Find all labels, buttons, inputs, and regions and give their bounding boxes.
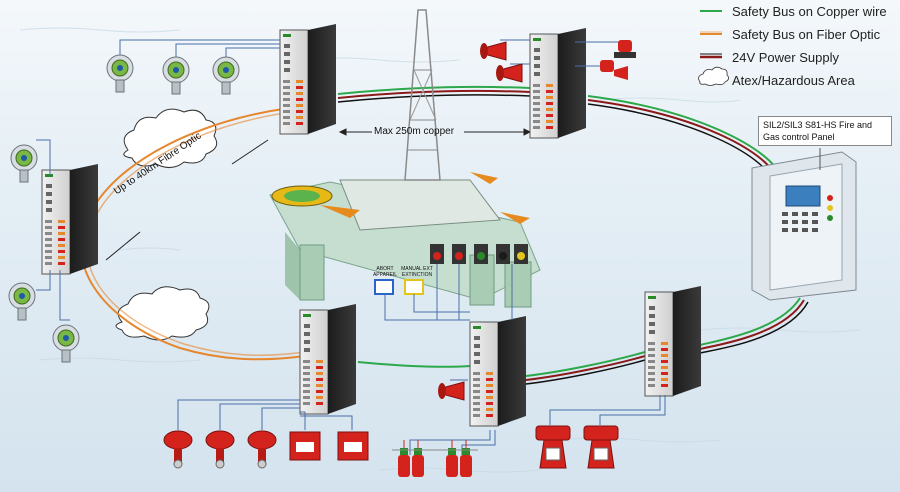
- fire-gas-control-panel: [751, 148, 857, 301]
- beacon-icon: [618, 40, 632, 52]
- io-module: [644, 286, 701, 397]
- suppression-cylinders: [392, 440, 478, 477]
- gas-detector-icon: [212, 56, 240, 95]
- io-module: [529, 28, 586, 139]
- abort-label: ABORT APPAREIL: [372, 266, 398, 278]
- offshore-platform: [269, 9, 541, 308]
- manual-release-switch: [404, 279, 424, 295]
- copper-loop-top: [337, 85, 531, 95]
- heat-detector-icon: [163, 430, 193, 469]
- gas-detector-icon: [10, 144, 38, 183]
- beacon-icon: [600, 60, 614, 72]
- panel-title: SIL2/SIL3 S81-HS Fire and Gas control Pa…: [758, 116, 892, 146]
- io-modules: [41, 24, 701, 427]
- io-module: [299, 304, 356, 415]
- manual-release-label: MANUAL EXT EXTINCTION: [401, 266, 433, 278]
- copper-loop-bottom: [699, 297, 801, 346]
- gas-detector-icon: [52, 324, 80, 363]
- legend-label: Safety Bus on Fiber Optic: [732, 27, 881, 42]
- fibre-distance-arrow: [105, 139, 269, 261]
- heat-detectors: [163, 430, 277, 469]
- horn-icon: [614, 66, 628, 80]
- field-wiring: [36, 39, 666, 455]
- abort-switch: [374, 279, 394, 295]
- io-module: [41, 164, 98, 275]
- legend-label: Atex/Hazardous Area: [732, 73, 855, 88]
- atex-cloud-lower: [115, 286, 210, 341]
- gas-detector-icon: [162, 56, 190, 95]
- cloud-icon: [698, 66, 729, 86]
- atex-cloud-upper: [123, 108, 218, 168]
- call-boxes: [289, 431, 369, 461]
- deluge-valves: [535, 425, 619, 469]
- heat-detector-icon: [247, 430, 277, 469]
- io-module: [469, 316, 526, 427]
- legend: Safety Bus on Copper wire Safety Bus on …: [700, 2, 898, 94]
- copper-distance-arrow: [338, 128, 532, 136]
- manual-call-points: [430, 244, 528, 264]
- heat-detector-icon: [205, 430, 235, 469]
- gas-detector-icon: [8, 282, 36, 321]
- legend-label: 24V Power Supply: [732, 50, 839, 65]
- sounders: [438, 40, 636, 401]
- gas-detector-icon: [106, 54, 134, 93]
- copper-distance-label: Max 250m copper: [374, 126, 455, 137]
- legend-swatches: [698, 10, 729, 86]
- legend-label: Safety Bus on Copper wire: [732, 4, 887, 19]
- io-module: [279, 24, 336, 135]
- gas-detectors: [8, 54, 240, 363]
